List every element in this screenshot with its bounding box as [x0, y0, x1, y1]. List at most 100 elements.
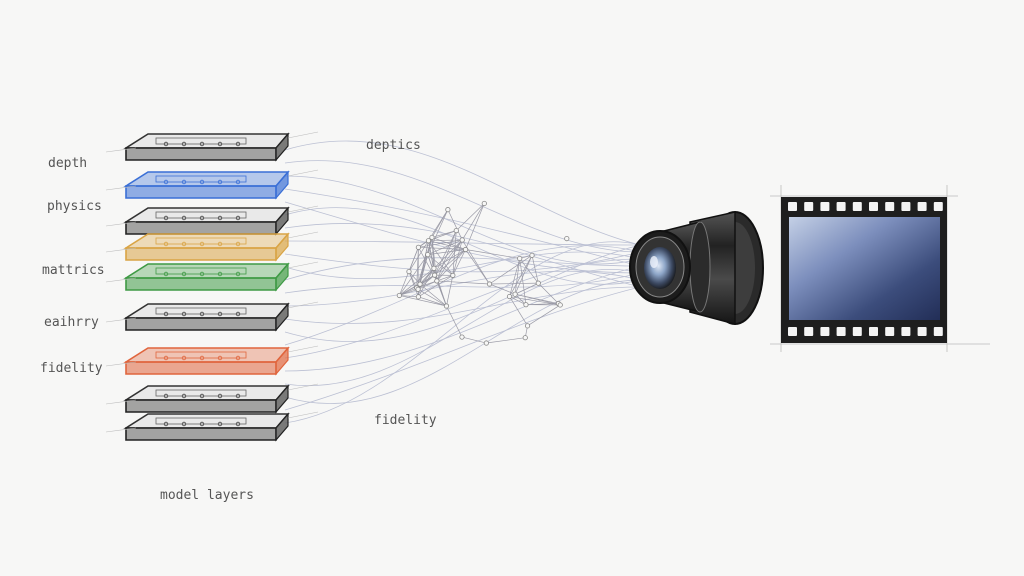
network-node [462, 246, 469, 253]
network-edge [399, 268, 435, 296]
network-edge [417, 280, 437, 290]
network-edge [538, 282, 559, 304]
network-edge [461, 239, 490, 285]
network-node [429, 234, 435, 241]
flow-line [284, 251, 641, 273]
flow-line [284, 279, 641, 404]
network-edge [434, 230, 457, 276]
flow-line [284, 257, 641, 281]
sprocket-hole [788, 327, 797, 336]
sprocket-hole [804, 202, 814, 211]
sprocket-hole [788, 202, 797, 211]
network-node [396, 292, 402, 299]
network-edge [447, 209, 463, 241]
network-edge [509, 296, 528, 326]
network-edge [514, 282, 539, 295]
network-edge [436, 239, 463, 282]
flow-line [284, 258, 641, 359]
network-node [523, 302, 529, 308]
network-edge [419, 254, 429, 285]
network-edge [436, 249, 466, 282]
network-node [512, 291, 518, 297]
network-edge [436, 275, 453, 282]
network-node [406, 269, 412, 275]
flow-line [284, 265, 641, 372]
network-edge [436, 230, 457, 282]
layer-plate-gray-plate-1 [105, 205, 319, 236]
network-node [557, 302, 563, 308]
film-sprockets [788, 202, 943, 336]
sprocket-hole [917, 202, 927, 211]
flow-line [284, 222, 641, 288]
network-node [529, 252, 535, 258]
network-edge [465, 249, 490, 285]
sprocket-hole [836, 202, 846, 211]
layer-plate-red-plate [105, 345, 319, 376]
network-edge [486, 337, 526, 344]
flow-line [284, 244, 641, 342]
flow-line [284, 188, 641, 267]
network-edge [428, 240, 466, 250]
sprocket-hole [852, 202, 862, 211]
network-edge [456, 203, 485, 231]
layer-plate-gray-plate-2 [105, 301, 319, 332]
network-edge [427, 209, 449, 255]
sprocket-hole [820, 327, 830, 336]
network-edge [465, 203, 485, 250]
film-frame-icon [770, 185, 990, 352]
labels: depth physics mattrics eaihrry fidelity … [40, 138, 437, 503]
network-node [445, 207, 451, 213]
network-edge [531, 255, 539, 284]
flow-line [284, 251, 641, 280]
caption-model-layers: model layers [160, 488, 254, 503]
label-physics: physics [47, 199, 102, 214]
network-edge [399, 295, 447, 307]
network-edge [465, 249, 520, 259]
layer-plate-orange-plate [105, 231, 319, 262]
network-edge [434, 239, 463, 276]
layer-plate-green-plate [105, 261, 319, 292]
sprocket-hole [869, 327, 878, 336]
network-node [425, 238, 432, 244]
label-depth: depth [48, 156, 87, 171]
layer-plate-top-plate [105, 131, 319, 162]
network-edge [418, 296, 447, 307]
network-edge [434, 249, 466, 276]
network-edge [527, 304, 561, 327]
network-edge [446, 275, 454, 307]
network-edge [452, 249, 466, 276]
flow-line [284, 286, 641, 324]
network-edge [519, 258, 527, 305]
network-edge [452, 239, 463, 276]
network-node [431, 265, 437, 271]
network-edge [509, 255, 533, 297]
network-node [517, 255, 523, 262]
sprocket-hole [917, 327, 927, 336]
network-node [483, 340, 489, 346]
network-edge [519, 258, 539, 284]
sprocket-hole [885, 327, 895, 336]
network-node [415, 244, 422, 250]
network-edge [417, 237, 433, 290]
network-node [524, 323, 531, 329]
sprocket-hole [901, 202, 911, 211]
model-layer-stack [105, 131, 319, 442]
flow-line [284, 268, 641, 387]
network-edge [446, 305, 463, 338]
network-node [434, 278, 440, 284]
network-node [450, 272, 456, 278]
network-edge [515, 293, 561, 306]
camera-lens-icon [629, 211, 764, 325]
network-node [417, 281, 423, 287]
flow-line [284, 160, 641, 253]
network-edge [418, 239, 463, 248]
sprocket-hole [933, 327, 943, 336]
label-fidelity-left: fidelity [40, 361, 103, 376]
network-edge [427, 254, 454, 276]
network-edge [417, 274, 435, 290]
network-node [425, 252, 431, 258]
network-node [443, 303, 450, 309]
flow-line [284, 245, 641, 346]
layer-plate-gray-plate-4 [105, 411, 319, 442]
network-edge [489, 255, 533, 285]
